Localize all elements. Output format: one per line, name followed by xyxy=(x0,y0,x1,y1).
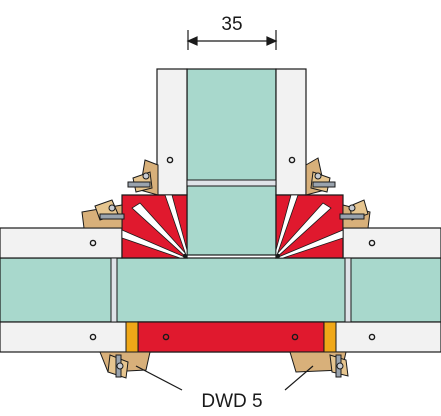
circle-hole-icon xyxy=(89,239,97,247)
callout-label: DWD 5 xyxy=(201,391,262,412)
inner-corner-right xyxy=(275,194,344,259)
horizontal-tie-bar-left xyxy=(110,257,118,323)
vertical-tie-bar xyxy=(186,179,277,187)
dimension-arrow-right xyxy=(266,36,278,46)
wedge-clamp-icon xyxy=(127,159,159,196)
inner-corner-left xyxy=(121,194,188,259)
dimension-label: 35 xyxy=(221,14,242,35)
horizontal-panel-top-right xyxy=(342,227,441,259)
vertical-wall-concrete xyxy=(186,68,277,256)
tie-yellow-left xyxy=(125,321,139,353)
wedge-clamp-icon xyxy=(99,351,151,379)
circle-hole-icon xyxy=(162,333,170,341)
vertical-panel-right xyxy=(275,68,307,196)
circle-hole-icon xyxy=(291,333,299,341)
leader-line-right xyxy=(284,365,314,391)
horizontal-wall-concrete xyxy=(0,257,441,323)
circle-hole-icon xyxy=(89,333,97,341)
dimension-arrow-left xyxy=(186,36,198,46)
bottom-filler-strip xyxy=(137,321,325,353)
circle-hole-icon xyxy=(166,156,174,164)
wedge-clamp-icon xyxy=(289,351,349,378)
circle-hole-icon xyxy=(288,156,296,164)
tie-yellow-right xyxy=(323,321,337,353)
wedge-clamp-icon xyxy=(81,199,125,229)
horizontal-panel-top-left xyxy=(0,227,123,259)
wedge-clamp-icon xyxy=(305,157,336,196)
callout-leaders xyxy=(135,365,314,391)
circle-hole-icon xyxy=(368,239,376,247)
circle-hole-icon xyxy=(368,333,376,341)
dimension-35 xyxy=(186,30,278,50)
wedge-clamp-icon xyxy=(339,199,371,229)
vertical-panel-left xyxy=(156,68,188,196)
horizontal-tie-bar-right xyxy=(344,257,352,323)
leader-line-left xyxy=(135,365,183,391)
